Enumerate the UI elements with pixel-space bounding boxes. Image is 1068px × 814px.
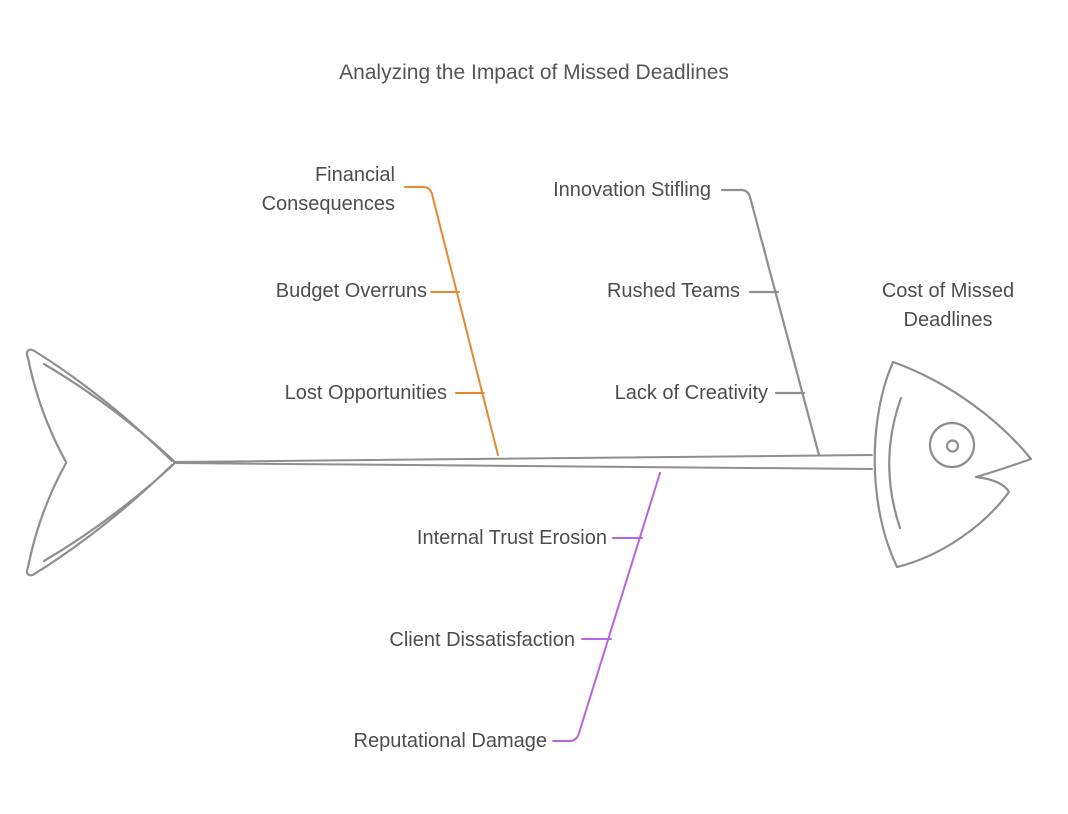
branch-line-innovation — [720, 188, 821, 457]
cause-label-rushed-teams: Rushed Teams — [606, 280, 740, 302]
fish-tail-inner-bottom-line — [42, 462, 176, 563]
cause-label-client-dissatisfaction: Client Dissatisfaction — [389, 629, 575, 651]
branch-label-reputational-damage: Reputational Damage — [353, 730, 547, 752]
diagram-title: Analyzing the Impact of Missed Deadlines — [339, 61, 729, 84]
effect-label-cost-of-missed-deadlines: Cost of Missed Deadlines — [881, 280, 1015, 331]
fish-spine-bottom-line — [173, 462, 873, 470]
branch-label-innovation-stifling: Innovation Stifling — [553, 179, 711, 201]
fish-tail-icon — [25, 348, 174, 577]
cause-label-lost-opportunities: Lost Opportunities — [284, 382, 447, 404]
branch-line-reputational — [552, 472, 661, 742]
fish-eye-pupil-icon — [945, 439, 960, 453]
fish-eye-icon — [928, 421, 976, 469]
fish-gill-icon — [888, 396, 903, 530]
cause-label-budget-overruns: Budget Overruns — [275, 280, 427, 302]
fish-spine-top-line — [173, 454, 873, 463]
branch-line-financial — [404, 186, 499, 456]
fish-head-icon — [873, 360, 1033, 569]
branch-label-financial-consequences: Financial Consequences — [261, 164, 395, 215]
fish-tail-inner-top-line — [42, 362, 176, 463]
cause-label-internal-trust-erosion: Internal Trust Erosion — [416, 527, 607, 549]
cause-label-lack-of-creativity: Lack of Creativity — [614, 382, 768, 404]
